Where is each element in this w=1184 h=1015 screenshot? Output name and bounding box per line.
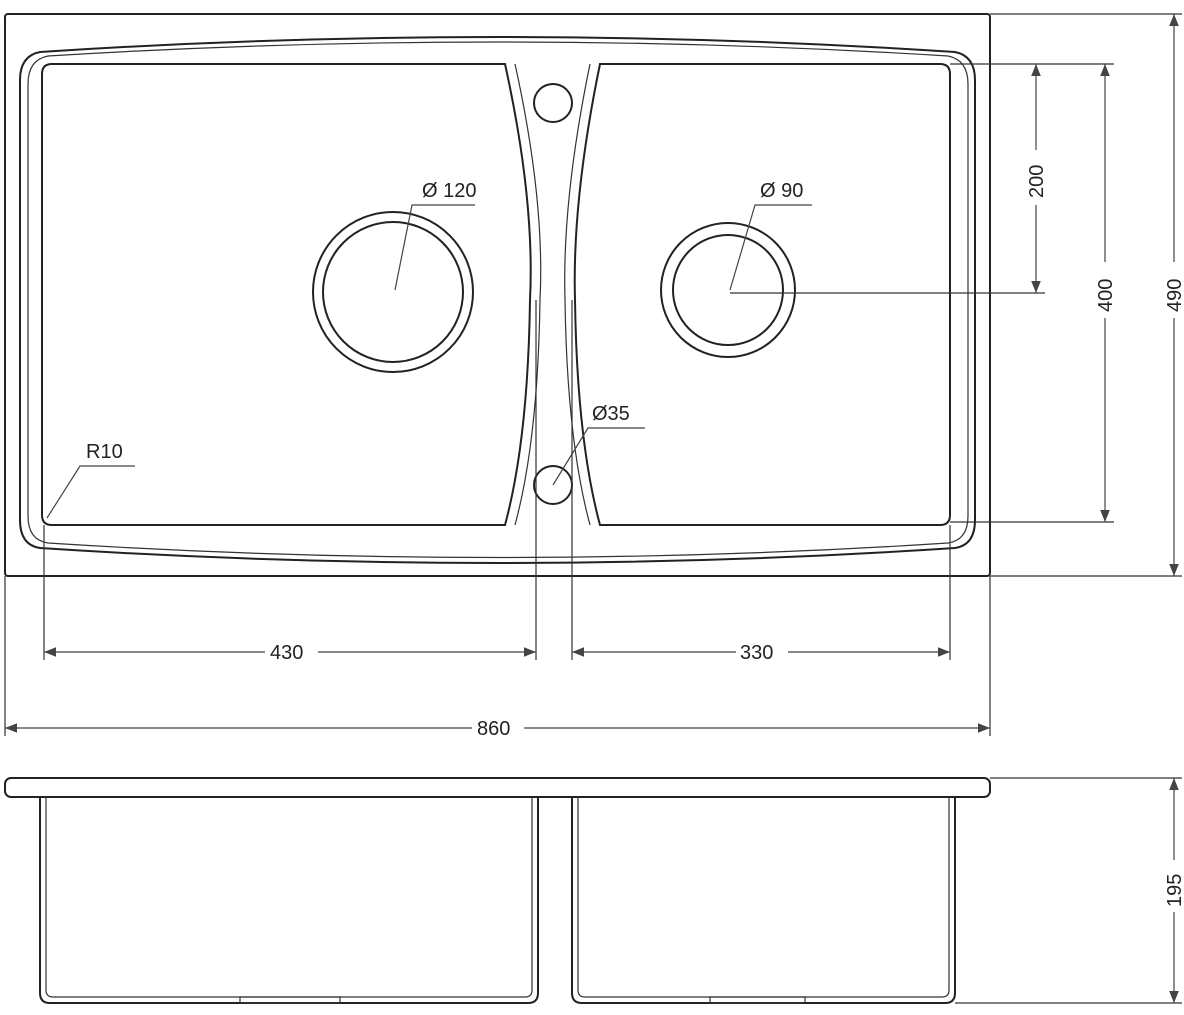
dim-height: 195 bbox=[1164, 874, 1184, 907]
rim-inner-outline bbox=[27, 41, 969, 559]
dim-overall-width: 860 bbox=[477, 718, 510, 740]
right-drain-outer bbox=[660, 222, 796, 358]
dim-drain-from-top: 200 bbox=[1026, 165, 1048, 198]
right-bowl bbox=[573, 63, 951, 526]
dim-left-bowl-width: 430 bbox=[270, 642, 303, 664]
label-radius: R10 bbox=[86, 441, 123, 463]
side-right-bowl bbox=[571, 797, 956, 1004]
leader-drain-right bbox=[729, 204, 812, 291]
leader-drain-left bbox=[394, 204, 475, 291]
side-flange bbox=[4, 777, 991, 798]
leader-overflow bbox=[552, 427, 645, 486]
side-right-drain bbox=[709, 996, 806, 1004]
left-drain-outer bbox=[312, 211, 474, 373]
right-bowl-edge bbox=[564, 63, 591, 526]
dim-overall-depth: 490 bbox=[1164, 279, 1184, 312]
left-bowl bbox=[41, 63, 532, 526]
side-left-drain bbox=[239, 996, 341, 1004]
dim-bowl-depth: 400 bbox=[1095, 279, 1117, 312]
label-drain-left: Ø 120 bbox=[422, 180, 476, 202]
side-view: 195 bbox=[4, 777, 1184, 1004]
side-left-bowl bbox=[39, 797, 539, 1004]
left-bowl-edge bbox=[514, 63, 542, 526]
label-drain-right: Ø 90 bbox=[760, 180, 803, 202]
dim-right-bowl-width: 330 bbox=[740, 642, 773, 664]
tap-hole bbox=[533, 83, 573, 123]
left-drain-inner bbox=[322, 221, 464, 363]
outer-outline bbox=[4, 13, 991, 577]
leader-radius bbox=[46, 465, 135, 519]
rim-outline bbox=[19, 36, 976, 564]
label-overflow: Ø35 bbox=[592, 403, 630, 425]
horizontal-dimensions: 430 330 860 bbox=[4, 300, 991, 740]
right-drain-inner bbox=[672, 234, 784, 346]
vertical-dimensions: 200 400 490 bbox=[730, 13, 1184, 577]
top-view: Ø 120 Ø 90 Ø35 R10 bbox=[4, 13, 991, 577]
